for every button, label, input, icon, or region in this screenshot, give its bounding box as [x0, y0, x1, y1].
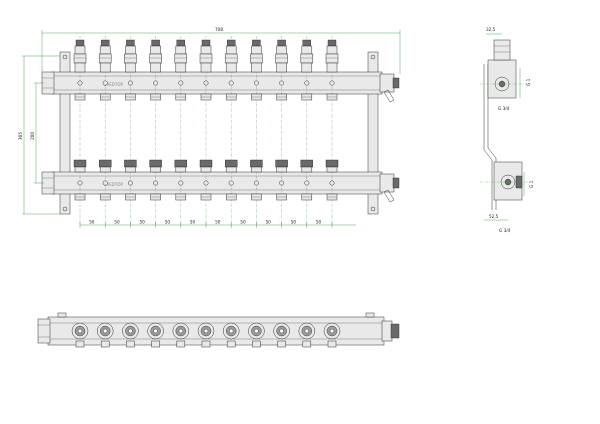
bottom-outlet-valve — [250, 159, 263, 201]
outlet-spacing-label: 50 — [215, 220, 221, 225]
outlet-thread-top-label: G 3/4 — [498, 106, 510, 111]
top-view-outlets — [71, 322, 341, 348]
outlet-spacing-label: 50 — [165, 220, 171, 225]
top-outlet-valve — [98, 39, 112, 101]
front-outlets — [73, 36, 339, 226]
top-view-knob — [122, 322, 139, 348]
outlet-spacing-label: 50 — [114, 220, 120, 225]
outlet-spacing-label: 50 — [316, 220, 322, 225]
thread-bottom-label: G 1 — [529, 180, 534, 188]
top-outlet-valve — [124, 39, 137, 101]
top-outlet-valve — [275, 39, 288, 101]
top-view-knob — [248, 322, 265, 348]
top-outlet-valve — [174, 39, 188, 101]
right-vent-top — [379, 73, 400, 103]
front-dimensions: 708 305 200 50 50 50 50 50 50 50 50 50 50 — [18, 27, 401, 228]
side-body-top — [487, 39, 517, 99]
outlet-thread-bottom-label: G 3/4 — [499, 228, 511, 233]
outlet-spacing-label: 50 — [240, 220, 246, 225]
outlet-spacing-dimensions: 50 50 50 50 50 50 50 50 50 50 — [79, 220, 333, 228]
bottom-outlet-valve — [224, 159, 238, 201]
top-outlet-valve — [73, 39, 87, 101]
bottom-outlet-valve — [300, 159, 313, 201]
bottom-outlet-valve — [199, 159, 213, 201]
left-bracket — [59, 51, 71, 215]
bottom-outlet-valve — [149, 159, 162, 201]
right-bracket — [367, 51, 379, 215]
overall-length-label: 708 — [215, 27, 223, 32]
side-top-width-label: 32,5 — [486, 27, 496, 32]
total-height-label: 305 — [18, 132, 23, 140]
bottom-outlet-valve — [325, 159, 339, 201]
top-outlet-valve — [325, 39, 339, 101]
outlet-spacing-label: 50 — [190, 220, 196, 225]
top-view-knob — [96, 322, 114, 348]
top-outlet-valve — [250, 39, 263, 101]
top-view — [37, 312, 400, 348]
top-view-knob — [71, 322, 89, 348]
top-view-knob — [273, 322, 290, 348]
bottom-outlet-valve — [174, 159, 188, 201]
bottom-outlet-valve — [275, 159, 288, 201]
top-outlet-valve — [199, 39, 213, 101]
top-view-knob — [197, 322, 215, 348]
front-view: SVEDTOP SVEDTOP — [18, 27, 401, 228]
top-view-knob — [323, 322, 341, 348]
top-outlet-valve — [224, 39, 238, 101]
side-body-top-bottom — [493, 161, 523, 201]
thread-top-label: G 1 — [526, 78, 531, 86]
outlet-spacing-label: 50 — [89, 220, 95, 225]
brand-label-bottom: SVEDTOP — [104, 182, 123, 187]
top-outlet-valve — [300, 39, 314, 101]
outlet-spacing-label: 50 — [291, 220, 297, 225]
top-view-knob — [172, 322, 190, 348]
top-outlet-valve — [149, 39, 162, 101]
side-bottom-width-label: 52,5 — [489, 214, 499, 219]
right-vent-bottom — [379, 173, 400, 203]
side-view: 32,5 G 1 G 3/4 G 1 52,5 G 3/4 — [480, 27, 534, 233]
top-view-knob — [147, 322, 164, 348]
axis-distance-label: 200 — [30, 132, 35, 140]
bottom-outlet-valve — [124, 159, 137, 201]
brand-label-top: SVEDTOP — [104, 82, 123, 87]
outlet-spacing-label: 50 — [266, 220, 272, 225]
top-view-knob — [298, 322, 316, 348]
top-view-knob — [222, 322, 240, 348]
bottom-outlet-valve — [98, 159, 112, 201]
bottom-outlet-valve — [73, 159, 87, 201]
outlet-spacing-label: 50 — [140, 220, 146, 225]
